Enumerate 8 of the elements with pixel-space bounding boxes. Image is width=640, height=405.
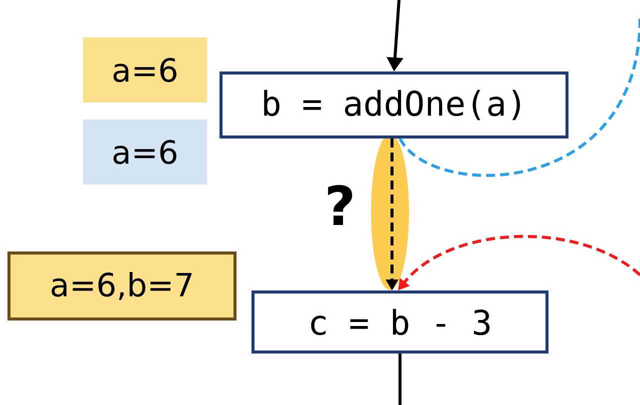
state-box: a=6 <box>83 38 207 102</box>
code-box: b = addOne(a) <box>220 72 568 138</box>
state-box: a=6 <box>83 120 207 184</box>
question-mark: ? <box>328 184 352 226</box>
connector-line <box>398 18 640 177</box>
state-box: a=6,b=7 <box>8 252 236 320</box>
code-box: c = b - 3 <box>252 290 548 354</box>
connector-line <box>398 354 402 405</box>
